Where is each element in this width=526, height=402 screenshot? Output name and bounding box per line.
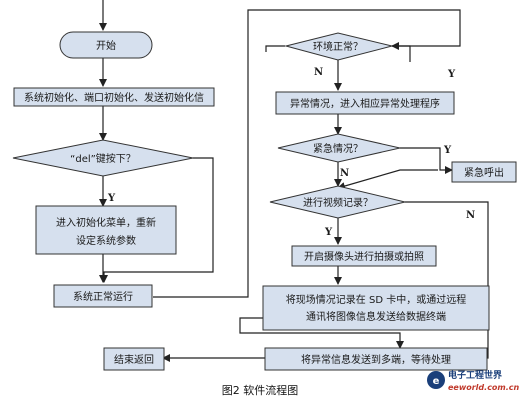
arrow-call-back [337, 169, 438, 190]
abnormal-node: 异常情况，进入相应异常处理程序 [275, 91, 455, 115]
env-no-stub [265, 45, 285, 52]
emergency-no-label: N [340, 168, 349, 179]
emergency-label: 紧急情况？ [313, 142, 363, 155]
send-info-node: 将异常信息发送到多端，等待处理 [264, 347, 488, 371]
video-yes-label: Y [324, 227, 333, 238]
env-yes-label: Y [447, 69, 456, 80]
logo-e-glyph: e [433, 376, 440, 387]
del-yes-label: Y [107, 193, 116, 204]
video-no-label: N [466, 210, 475, 221]
arrow-video-no [405, 201, 489, 359]
menu-label-1: 进入初始化菜单，重新 [56, 216, 156, 229]
emergency-call-node: 紧急呼出 [451, 161, 517, 183]
normal-run-label: 系统正常运行 [73, 290, 133, 303]
env-label: 环境正常？ [313, 40, 363, 53]
arrow-emergency-call [400, 147, 453, 174]
del-label: “del”键按下？ [70, 152, 136, 165]
camera-label: 开启摄像头进行拍摄或拍照 [304, 250, 424, 263]
env-decision: 环境正常？ [284, 32, 393, 61]
logo-icon [427, 371, 445, 389]
camera-node: 开启摄像头进行拍摄或拍照 [291, 245, 437, 267]
init-label: 系统初始化、端口初始化、发送初始化信 [24, 91, 204, 104]
start-label: 开始 [96, 39, 116, 52]
del-decision: “del”键按下？ [12, 139, 194, 177]
menu-label-2: 设定系统参数 [76, 234, 136, 247]
env-yes-stub [392, 45, 411, 62]
emergency-decision: 紧急情况？ [277, 133, 401, 163]
arrow-record-send [239, 317, 404, 349]
watermark-en: eeworld.com.cn [448, 383, 520, 392]
send-info-label: 将异常信息发送到多端，等待处理 [301, 353, 451, 366]
abnormal-label: 异常情况，进入相应异常处理程序 [290, 97, 440, 110]
arrow-run-env [153, 9, 461, 298]
env-no-label: N [314, 67, 323, 78]
start-node: 开始 [59, 31, 153, 59]
menu-node: 进入初始化菜单，重新 设定系统参数 [35, 205, 177, 255]
video-decision: 进行视频记录？ [269, 185, 406, 219]
video-label: 进行视频记录？ [303, 196, 373, 209]
end-label: 结束返回 [114, 353, 154, 366]
record-label-2: 通讯将图像信息发送给数据终端 [306, 310, 446, 323]
connectors-left [99, 0, 461, 298]
emergency-call-label: 紧急呼出 [464, 166, 504, 179]
emergency-yes-label: Y [443, 145, 452, 156]
watermark-logo: e 电子工程世界 eeworld.com.cn [427, 369, 520, 392]
init-node: 系统初始化、端口初始化、发送初始化信 [13, 87, 215, 107]
record-label-1: 将现场情况记录在 SD 卡中，或通过远程 [286, 293, 466, 306]
end-node: 结束返回 [103, 347, 165, 371]
record-node: 将现场情况记录在 SD 卡中，或通过远程 通讯将图像信息发送给数据终端 [262, 285, 490, 331]
figure-caption: 图2 软件流程图 [222, 383, 299, 397]
watermark-cn: 电子工程世界 [448, 369, 502, 381]
normal-run-node: 系统正常运行 [53, 284, 153, 308]
